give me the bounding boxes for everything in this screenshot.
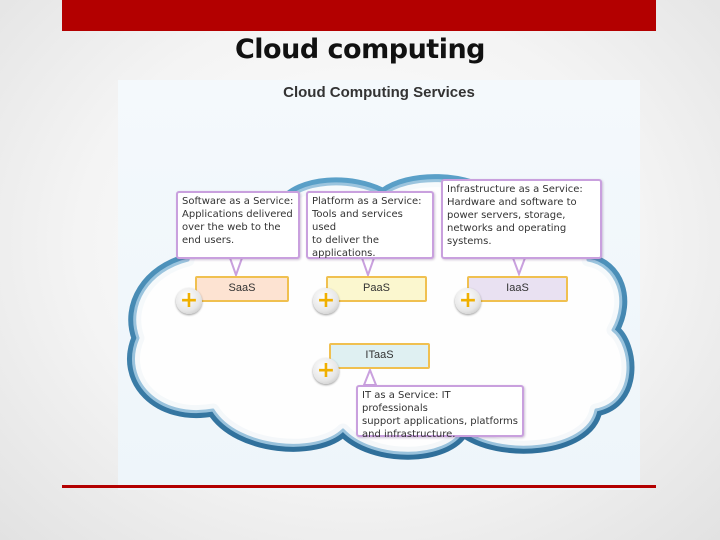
- iaas-callout: Infrastructure as a Service: Hardware an…: [441, 179, 602, 259]
- itaas-callout: IT as a Service: IT professionals suppor…: [356, 385, 524, 440]
- saas-box[interactable]: SaaS: [195, 276, 289, 302]
- top-accent-bar: [62, 0, 656, 31]
- paas-plus-icon[interactable]: +: [313, 288, 339, 314]
- itaas-plus-icon[interactable]: +: [313, 358, 339, 384]
- itaas-box[interactable]: ITaaS: [329, 343, 430, 369]
- saas-callout: Software as a Service: Applications deli…: [176, 191, 300, 259]
- bottom-accent-line: [62, 485, 656, 488]
- slide-title: Cloud computing: [234, 34, 486, 65]
- iaas-plus-icon[interactable]: +: [455, 288, 481, 314]
- saas-plus-icon[interactable]: +: [176, 288, 202, 314]
- cloud-services-figure: Cloud Computing Services Software as a S…: [118, 80, 640, 490]
- figure-title: Cloud Computing Services: [283, 84, 475, 101]
- paas-callout: Platform as a Service: Tools and service…: [306, 191, 434, 259]
- iaas-box[interactable]: IaaS: [467, 276, 568, 302]
- paas-box[interactable]: PaaS: [326, 276, 427, 302]
